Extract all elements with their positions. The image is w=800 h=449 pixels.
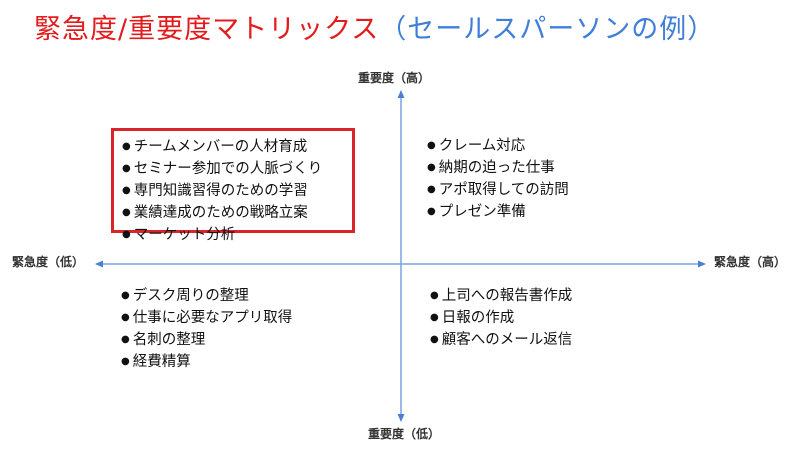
quadrant-important-urgent: クレーム対応 納期の迫った仕事 アポ取得しての訪問 プレゼン準備: [427, 136, 569, 224]
list-item: 顧客へのメール返信: [430, 330, 573, 352]
list-item: クレーム対応: [427, 136, 569, 158]
list-item: プレゼン準備: [427, 202, 569, 224]
axis-label-importance-high: 重要度（高）: [358, 71, 431, 85]
list-item: 納期の迫った仕事: [427, 158, 569, 180]
list-item: セミナー参加での人脈づくり: [122, 159, 352, 181]
title-main: 緊急度/重要度マトリックス: [34, 14, 380, 45]
list-item: チームメンバーの人材育成: [122, 137, 352, 159]
list-item: 上司への報告書作成: [430, 286, 573, 308]
page-title: 緊急度/重要度マトリックス（セールスパーソンの例）: [34, 10, 715, 50]
title-sub: （セールスパーソンの例）: [379, 14, 716, 45]
list-item: 名刺の整理: [121, 330, 292, 352]
quadrant-not-important-not-urgent: デスク周りの整理 仕事に必要なアプリ取得 名刺の整理 経費精算: [121, 286, 293, 374]
axis-label-urgency-low: 緊急度（低）: [12, 255, 85, 269]
list-item: 専門知識習得のための学習: [122, 181, 352, 203]
list-item: アポ取得しての訪問: [427, 180, 569, 202]
list-item: 仕事に必要なアプリ取得: [121, 308, 293, 330]
list-item: 経費精算: [121, 352, 292, 374]
list-item: 日報の作成: [430, 308, 572, 330]
list-item: デスク周りの整理: [121, 286, 292, 308]
axis-label-urgency-high: 緊急度（高）: [714, 255, 787, 269]
quadrant-not-important-urgent: 上司への報告書作成 日報の作成 顧客へのメール返信: [430, 286, 573, 352]
list-item: マーケット分析: [122, 225, 352, 247]
axis-label-importance-low: 重要度（低）: [368, 427, 441, 441]
quadrant-important-not-urgent: チームメンバーの人材育成 セミナー参加での人脈づくり 専門知識習得のための学習 …: [111, 128, 355, 243]
list-item: 業績達成のための戦略立案: [122, 203, 352, 225]
